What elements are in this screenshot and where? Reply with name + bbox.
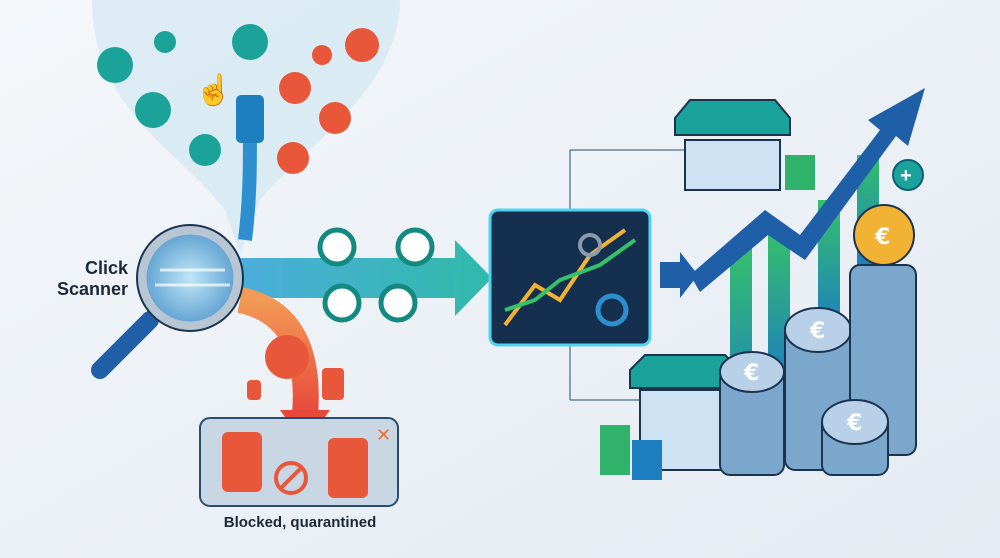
bot-avatars-incoming: [277, 28, 379, 174]
pointer-hand-icon: ☝: [195, 71, 232, 108]
euro-coin-icon: [821, 399, 889, 445]
user-avatar-icon: [97, 47, 133, 83]
svg-text:+: +: [900, 165, 912, 187]
quarantined-robot-icon: [328, 438, 368, 498]
user-avatar-icon: [322, 283, 362, 323]
user-avatar-icon: [232, 24, 268, 60]
click-scanner-label: Click Scanner: [56, 258, 128, 299]
gear-icon: [578, 233, 602, 257]
user-shopper-icon: [378, 283, 418, 323]
robot-icon: [322, 368, 344, 400]
quarantined-robot-icon: [222, 432, 262, 492]
verified-users: [317, 227, 435, 323]
trend-line: [504, 238, 637, 312]
analytics-dashboard: [488, 149, 698, 401]
user-avatar-icon: [135, 92, 171, 128]
shopping-basket-icon: [189, 134, 221, 166]
user-avatar-icon: [395, 227, 435, 267]
magnifier-icon: [91, 224, 244, 379]
euro-symbol: €: [809, 319, 825, 344]
gear-icon: [595, 293, 629, 327]
alert-icon: [312, 45, 332, 65]
user-avatar-icon: [317, 227, 357, 267]
euro-symbol: €: [874, 225, 890, 250]
store-icon-top: [674, 99, 815, 191]
blocked-quarantined-label: Blocked, quarantined: [223, 514, 377, 531]
robot-icon: [247, 380, 261, 400]
shopping-bag-icon: [785, 155, 815, 190]
robot-icon: [345, 28, 379, 62]
user-avatar-icon: [154, 31, 176, 53]
blocked-robot-icon: [279, 72, 311, 104]
plus-icon: [892, 159, 924, 191]
output-arrow: [660, 252, 698, 298]
growth-arrow: [690, 88, 925, 292]
euro-symbol: €: [846, 411, 862, 436]
euro-symbol: €: [743, 361, 759, 386]
robot-icon: [319, 102, 351, 134]
mobile-cart-icon: [236, 95, 264, 143]
gold-euro-coin-icon: [853, 204, 915, 266]
close-x-icon: ✕: [376, 425, 391, 445]
robot-icon: [277, 142, 309, 174]
coin-stacks: [719, 204, 917, 476]
robot-icon: [265, 335, 309, 379]
block-icon: [274, 461, 308, 495]
shopping-bag-icon: [632, 440, 662, 480]
shopping-bag-icon: [600, 425, 630, 475]
user-avatars-incoming: ☝: [97, 24, 268, 166]
